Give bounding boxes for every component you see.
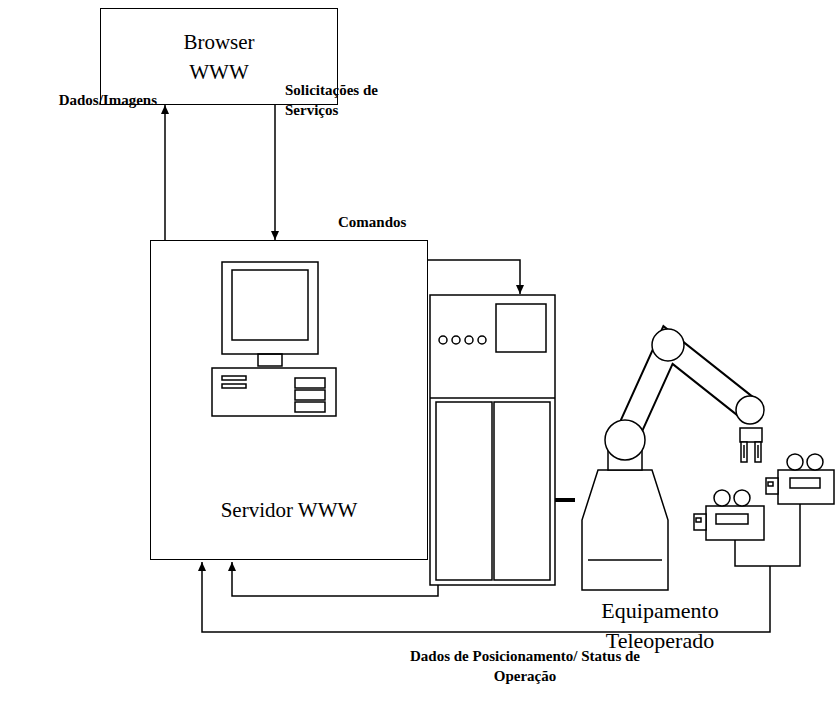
node-text: Servidor WWW (219, 495, 359, 525)
equipment-label: Equipamento Teleoperado (565, 596, 755, 656)
request-arrow (274, 105, 276, 240)
node-text: Browser WWW (159, 27, 279, 87)
edge-label: Dados/Imagens (22, 90, 157, 110)
command-label: Comandos (338, 212, 433, 232)
feedback-label: Dados de Posicionamento/ Status de Opera… (405, 646, 645, 686)
data-arrow (164, 105, 166, 240)
server-box: Servidor WWW (150, 240, 428, 560)
edge-label: Solicitações de Serviços (285, 80, 425, 120)
